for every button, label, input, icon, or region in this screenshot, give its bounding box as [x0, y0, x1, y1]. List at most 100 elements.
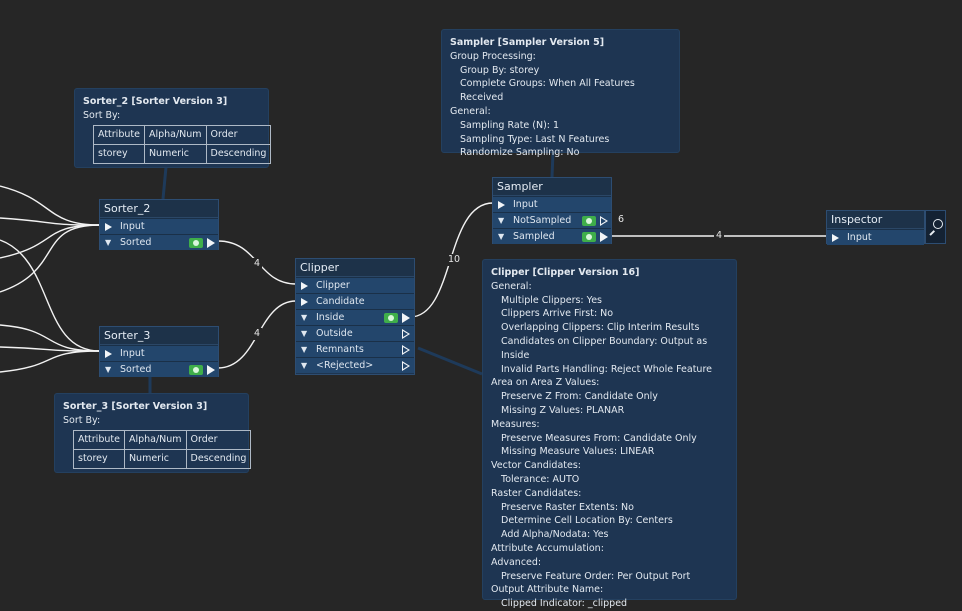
input-port[interactable]: Input — [100, 218, 218, 234]
annotation-clipper[interactable]: Clipper [Clipper Version 16] General:Mul… — [482, 259, 737, 609]
chevron-down-icon[interactable]: ▼ — [301, 313, 308, 322]
port-label: <Rejected> — [316, 360, 374, 371]
annotation-line: Preserve Raster Extents: No — [501, 501, 634, 513]
output-triangle-icon[interactable] — [600, 216, 608, 226]
annotation-line: Missing Z Values: PLANAR — [501, 404, 625, 416]
chevron-down-icon[interactable]: ▼ — [301, 345, 308, 354]
input-port[interactable]: Input — [100, 345, 218, 361]
annotation-line: Add Alpha/Nodata: Yes — [501, 529, 609, 541]
feature-count-sorter3: 4 — [252, 328, 263, 340]
chevron-down-icon[interactable]: ▼ — [498, 216, 505, 225]
node-title[interactable]: Clipper — [296, 259, 414, 277]
input-triangle-icon — [301, 298, 308, 306]
eye-icon[interactable] — [582, 232, 596, 242]
output-port-sampled[interactable]: ▼ Sampled — [493, 228, 611, 244]
feature-count-clipper-inside: 10 — [446, 254, 463, 266]
table-header: Alpha/Num — [123, 429, 187, 450]
output-port-rejected[interactable]: ▼ <Rejected> — [296, 357, 414, 373]
annotation-line: Group By: storey — [460, 64, 540, 76]
incoming-wire[interactable] — [0, 185, 101, 226]
annotation-line: Complete Groups: When All Features Recei… — [460, 78, 635, 104]
output-triangle-icon[interactable] — [207, 238, 215, 248]
output-triangle-icon[interactable] — [402, 345, 410, 355]
incoming-wire[interactable] — [0, 224, 101, 293]
node-title[interactable]: Sorter_2 — [100, 200, 218, 218]
feature-count-notsampled: 6 — [616, 214, 627, 226]
table-header: Order — [205, 124, 272, 145]
table-header: Alpha/Num — [143, 124, 207, 145]
port-label: Outside — [316, 328, 353, 339]
annotation-line: Multiple Clippers: Yes — [501, 294, 602, 306]
incoming-wire[interactable] — [0, 239, 101, 352]
output-triangle-icon[interactable] — [207, 365, 215, 375]
output-triangle-icon[interactable] — [402, 313, 410, 323]
annotation-sorter3[interactable]: Sorter_3 [Sorter Version 3] Sort By: Att… — [54, 393, 252, 473]
output-triangle-icon[interactable] — [600, 232, 608, 242]
port-label: Input — [847, 232, 872, 243]
output-port-inside[interactable]: ▼ Inside — [296, 309, 414, 325]
node-title[interactable]: Sorter_3 — [100, 327, 218, 345]
port-label: NotSampled — [513, 215, 572, 226]
sorter2-node[interactable]: Sorter_2 Input ▼ Sorted — [99, 199, 219, 250]
magnifier-handle — [929, 230, 935, 236]
incoming-wire[interactable] — [0, 324, 101, 352]
clipper-node[interactable]: Clipper Clipper Candidate ▼ Inside ▼ Out… — [295, 258, 415, 375]
eye-icon[interactable] — [189, 365, 203, 375]
annotation-line: Measures: — [491, 418, 540, 430]
chevron-down-icon[interactable]: ▼ — [498, 232, 505, 241]
feature-count-sampled: 4 — [714, 230, 725, 242]
port-label: Input — [513, 199, 538, 210]
magnifier-icon — [933, 219, 943, 229]
inspector-node[interactable]: Inspector Input — [826, 210, 925, 245]
annotation-sampler[interactable]: Sampler [Sampler Version 5] Group Proces… — [441, 29, 680, 158]
output-port-sorted[interactable]: ▼ Sorted — [100, 234, 218, 250]
output-port-notsampled[interactable]: ▼ NotSampled — [493, 212, 611, 228]
inspector-open-button[interactable] — [925, 210, 946, 244]
sampler-node[interactable]: Sampler Input ▼ NotSampled ▼ Sampled — [492, 177, 612, 244]
annotation-line: Vector Candidates: — [491, 460, 582, 472]
annotation-title: Clipper [Clipper Version 16] — [491, 267, 640, 278]
port-label: Remnants — [316, 344, 364, 355]
output-port-sorted[interactable]: ▼ Sorted — [100, 361, 218, 377]
chevron-down-icon[interactable]: ▼ — [105, 238, 112, 247]
table-header: Attribute — [73, 429, 125, 450]
input-port[interactable]: Input — [493, 196, 611, 212]
input-triangle-icon — [301, 282, 308, 290]
incoming-wire[interactable] — [0, 217, 101, 226]
table-cell: Numeric — [143, 143, 207, 164]
incoming-wire[interactable] — [0, 350, 101, 373]
input-port[interactable]: Input — [827, 229, 924, 245]
output-triangle-icon[interactable] — [402, 361, 410, 371]
port-label: Inside — [316, 312, 345, 323]
annotation-connector-clipper — [417, 346, 483, 376]
chevron-down-icon[interactable]: ▼ — [301, 361, 308, 370]
annotation-line: Group Processing: — [450, 50, 536, 62]
annotation-line: Sampling Rate (N): 1 — [460, 119, 560, 131]
eye-icon[interactable] — [384, 313, 398, 323]
chevron-down-icon[interactable]: ▼ — [105, 365, 112, 374]
annotation-line: Output Attribute Name: — [491, 584, 604, 596]
sorter3-node[interactable]: Sorter_3 Input ▼ Sorted — [99, 326, 219, 377]
eye-icon[interactable] — [582, 216, 596, 226]
table-cell: Descending — [185, 448, 252, 469]
node-title[interactable]: Sampler — [493, 178, 611, 196]
annotation-line: Invalid Parts Handling: Reject Whole Fea… — [501, 363, 712, 375]
output-port-outside[interactable]: ▼ Outside — [296, 325, 414, 341]
eye-icon[interactable] — [189, 238, 203, 248]
input-port-candidate[interactable]: Candidate — [296, 293, 414, 309]
annotation-line: Raster Candidates: — [491, 487, 582, 499]
input-triangle-icon — [498, 201, 505, 209]
annotation-sorter2[interactable]: Sorter_2 [Sorter Version 3] Sort By: Att… — [74, 88, 272, 168]
input-port-clipper[interactable]: Clipper — [296, 277, 414, 293]
port-label: Input — [120, 348, 145, 359]
table-header: Attribute — [93, 124, 145, 145]
annotation-line: Missing Measure Values: LINEAR — [501, 446, 655, 458]
output-port-remnants[interactable]: ▼ Remnants — [296, 341, 414, 357]
incoming-wire[interactable] — [0, 224, 101, 259]
annotation-line: Preserve Z From: Candidate Only — [501, 391, 658, 403]
annotation-line: Overlapping Clippers: Clip Interim Resul… — [501, 322, 700, 334]
table-cell: storey — [93, 143, 145, 164]
chevron-down-icon[interactable]: ▼ — [301, 329, 308, 338]
node-title[interactable]: Inspector — [827, 211, 924, 229]
output-triangle-icon[interactable] — [402, 329, 410, 339]
